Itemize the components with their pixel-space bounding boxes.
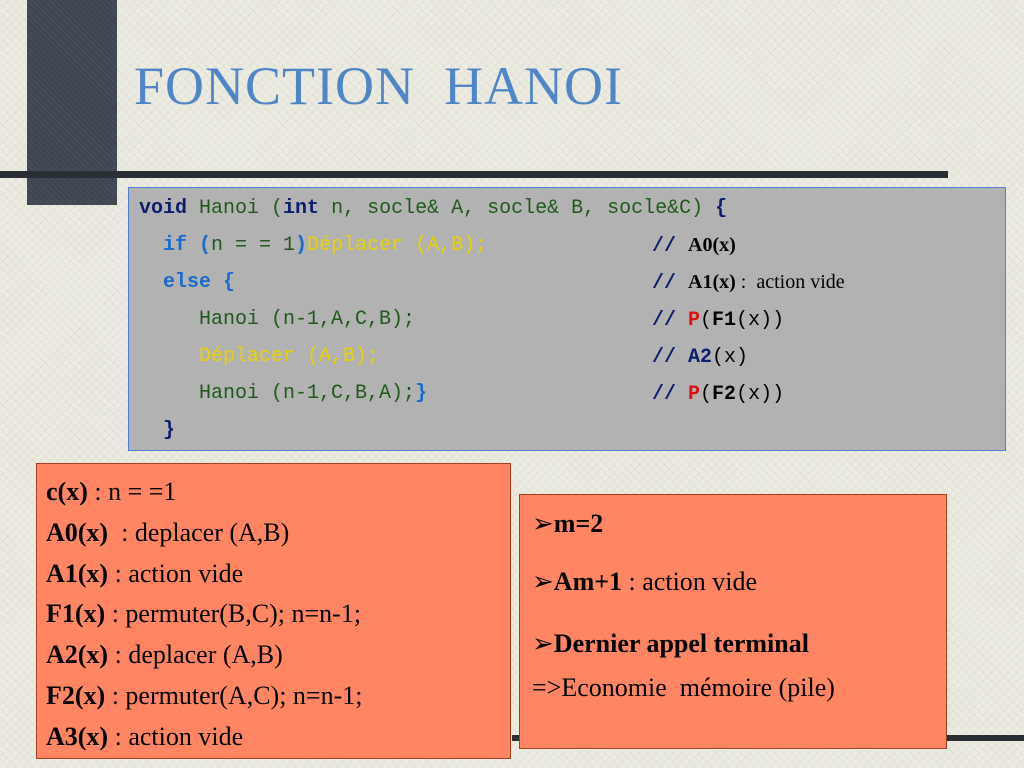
function-name: Hanoi ( <box>199 197 284 220</box>
comment-rest: (x)) <box>736 383 785 406</box>
function-params: n, socle& A, socle& B, socle&C) <box>319 197 704 220</box>
comment-a1-label: A1(x) <box>688 271 736 293</box>
arrow-bullet-icon: ➢ <box>532 629 554 658</box>
comment-a2: A2 <box>688 346 713 369</box>
code-block <box>128 187 1006 451</box>
decorative-vertical-bar <box>27 0 117 205</box>
definition-row: A1(x) : action vide <box>46 554 510 595</box>
slide-title: FONCTION HANOI <box>134 56 623 116</box>
definition-label: A2(x) <box>46 640 109 670</box>
comment-slashes: // <box>652 272 689 295</box>
definition-row: A2(x) : deplacer (A,B) <box>46 635 510 676</box>
code-line-6: Hanoi (n-1,C,B,A);} <box>139 375 427 412</box>
definition-label: A1(x) <box>46 558 109 588</box>
else-close-brace: } <box>415 382 428 405</box>
comment-line-6: // P(F2(x)) <box>652 375 784 413</box>
comment-line-3: // A1(x) : action vide <box>652 264 845 302</box>
code-line-3: else { <box>139 264 235 301</box>
definition-text: : n = =1 <box>87 477 177 506</box>
comment-slashes: // <box>652 235 689 258</box>
definition-text: : action vide <box>108 721 244 751</box>
definition-text: : permuter(B,C); n=n-1; <box>105 599 362 629</box>
comment-f2: F2 <box>712 383 737 406</box>
definition-row: A3(x) : action vide <box>46 717 510 758</box>
comment-line-4: // P(F1(x)) <box>652 301 784 339</box>
deplacer-call: Déplacer (A,B); <box>307 234 488 257</box>
note-am1-text: : action vide <box>622 567 758 596</box>
decorative-horizontal-rule-top <box>0 171 948 178</box>
if-condition: n = = 1 <box>211 234 296 257</box>
note-terminal: ➢Dernier appel terminal <box>532 629 809 659</box>
definition-row: F2(x) : permuter(A,C); n=n-1; <box>46 676 510 717</box>
close-brace: } <box>163 419 176 442</box>
hanoi-recursive-call-2: Hanoi (n-1,C,B,A); <box>199 382 416 405</box>
comment-slashes: // <box>652 309 689 332</box>
comment-open-paren: ( <box>700 309 713 332</box>
note-am1: ➢Am+1 : action vide <box>532 567 757 597</box>
open-brace: { <box>703 197 728 220</box>
comment-a0: A0(x) <box>688 234 736 256</box>
comment-line-5: // A2(x) <box>652 338 748 376</box>
comment-p: P <box>688 309 701 332</box>
comment-slashes: // <box>652 383 689 406</box>
note-economy: =>Economie mémoire (pile) <box>532 673 835 702</box>
hanoi-recursive-call-1: Hanoi (n-1,A,C,B); <box>199 308 416 331</box>
code-line-1: void Hanoi (int n, socle& A, socle& B, s… <box>139 190 727 227</box>
deplacer-call-2: Déplacer (A,B); <box>199 345 380 368</box>
comment-a1-text: : action vide <box>735 271 845 293</box>
comment-p: P <box>688 383 701 406</box>
code-line-5: Déplacer (A,B); <box>139 338 379 375</box>
definition-label: A0(x) <box>46 517 109 547</box>
code-line-2: if (n = = 1)Déplacer (A,B); <box>139 227 487 264</box>
definition-label: A3(x) <box>46 721 109 751</box>
definition-text: : permuter(A,C); n=n-1; <box>105 680 363 710</box>
arrow-bullet-icon: ➢ <box>532 509 554 538</box>
note-m: ➢m=2 <box>532 509 603 539</box>
definition-label: c(x) <box>46 477 88 506</box>
comment-f1: F1 <box>712 309 737 332</box>
note-terminal-text: Dernier appel terminal <box>553 629 809 658</box>
definition-row: A0(x) : deplacer (A,B) <box>46 513 510 554</box>
arrow-bullet-icon: ➢ <box>532 567 554 596</box>
definitions-box: c(x) : n = =1 A0(x) : deplacer (A,B) A1(… <box>36 463 511 759</box>
notes-box: ➢m=2 ➢Am+1 : action vide ➢Dernier appel … <box>519 494 947 749</box>
comment-slashes: // <box>652 346 689 369</box>
keyword-if: if ( <box>163 234 212 257</box>
note-am1-label: Am+1 <box>553 567 623 596</box>
keyword-else: else { <box>163 271 236 294</box>
definition-label: F2(x) <box>46 680 106 710</box>
definition-text: : deplacer (A,B) <box>108 640 283 670</box>
keyword-int: int <box>283 197 320 220</box>
definition-row: c(x) : n = =1 <box>46 472 510 513</box>
definition-label: F1(x) <box>46 599 106 629</box>
keyword-void: void <box>139 197 188 220</box>
comment-rest: (x)) <box>736 309 785 332</box>
comment-line-2: // A0(x) <box>652 227 736 265</box>
if-close-paren: ) <box>295 234 308 257</box>
comment-open-paren: ( <box>700 383 713 406</box>
definition-text: : deplacer (A,B) <box>108 517 290 547</box>
definition-row: F1(x) : permuter(B,C); n=n-1; <box>46 594 510 635</box>
code-line-7: } <box>139 412 175 449</box>
comment-rest: (x) <box>712 346 749 369</box>
note-m-text: m=2 <box>553 509 604 538</box>
definition-text: : action vide <box>108 558 244 588</box>
code-line-4: Hanoi (n-1,A,C,B); <box>139 301 415 338</box>
